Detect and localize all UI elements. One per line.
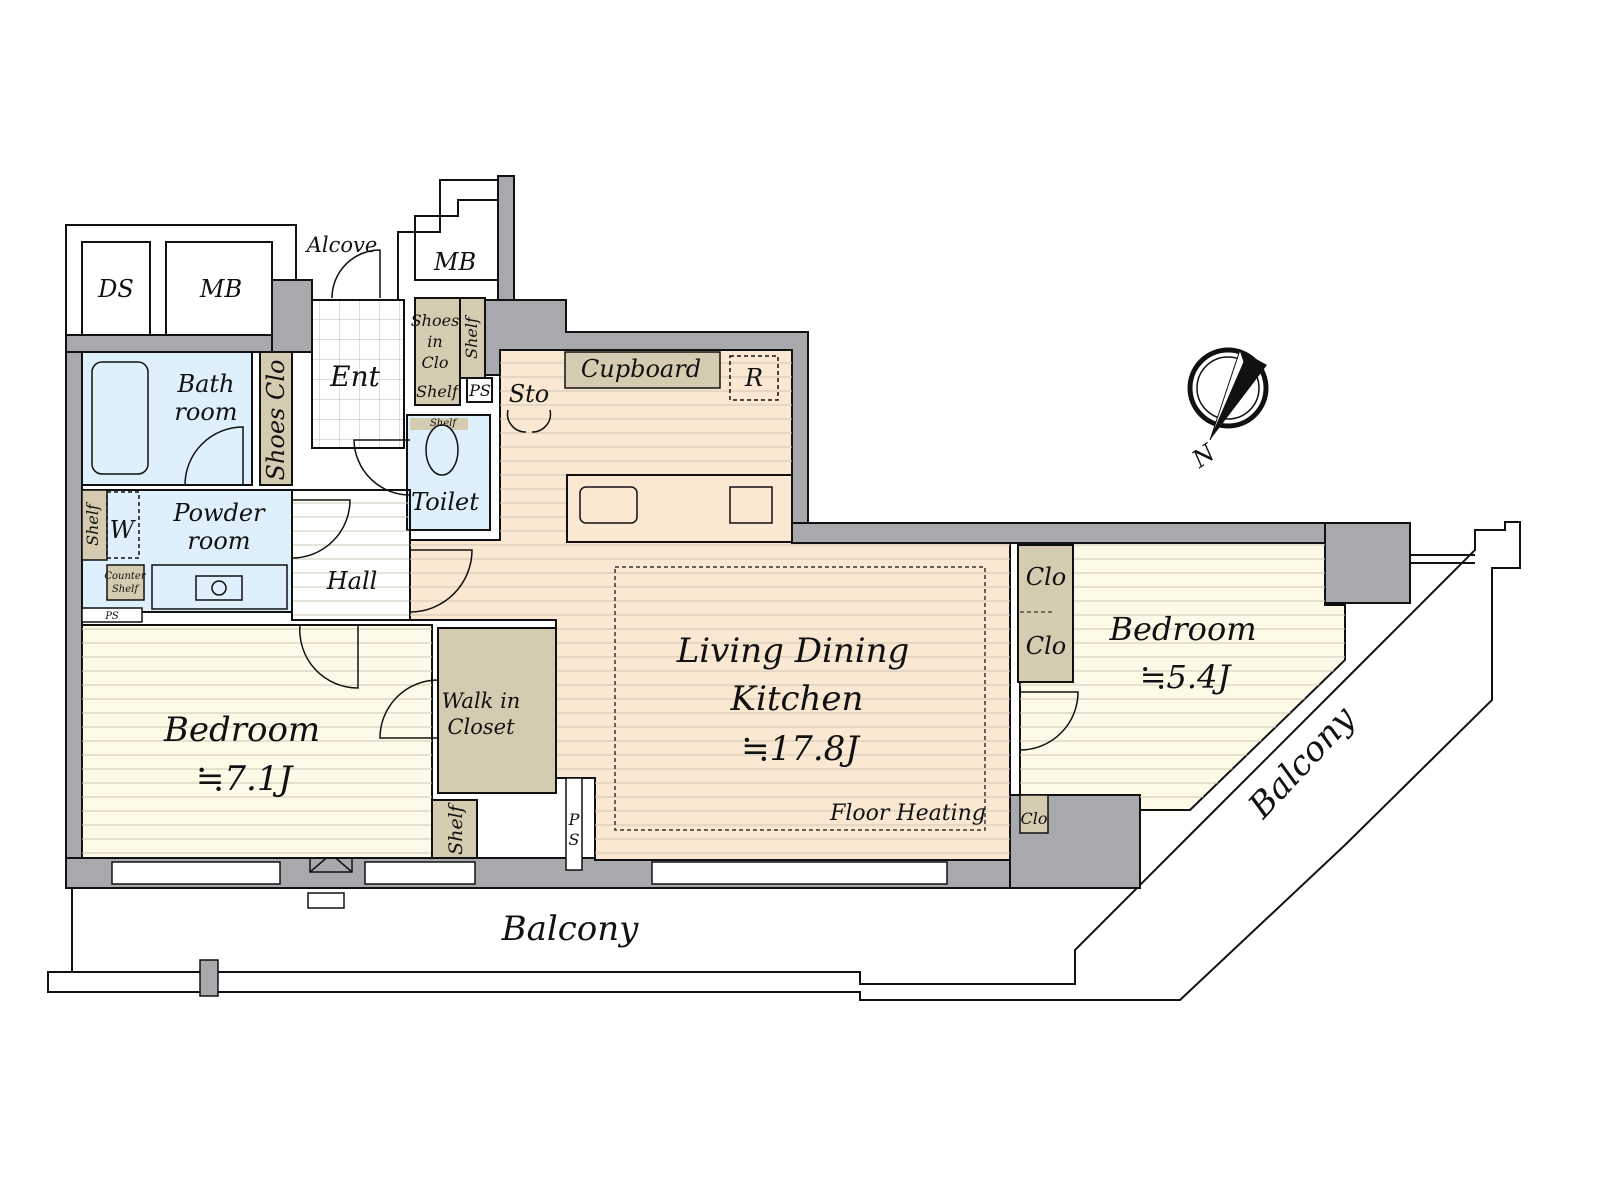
drain-box <box>307 892 345 909</box>
toilet-label: Toilet <box>411 488 479 516</box>
clo-bottom-label: Clo <box>1026 632 1067 660</box>
hall-label: Hall <box>326 567 378 595</box>
toilet-shelf-label: Shelf <box>430 418 458 429</box>
bath-label-1: Bath <box>176 370 234 398</box>
walk-in-closet-2: Closet <box>447 715 515 739</box>
ds-label: DS <box>97 275 134 303</box>
powder-label-2: room <box>187 527 250 555</box>
shelf-ent-bottom: Shelf <box>416 382 461 401</box>
shoes-in-clo-2: in <box>427 332 442 351</box>
toilet-shelf <box>410 418 468 430</box>
cupboard-label: Cupboard <box>581 355 701 383</box>
toilet-icon <box>425 424 459 476</box>
closet-small <box>1019 794 1049 834</box>
entrance-shelf <box>459 297 486 379</box>
refrigerator-space <box>729 355 779 401</box>
walk-in-closet-1: Walk in <box>442 689 521 713</box>
counter-shelf <box>106 564 145 601</box>
washer-space <box>106 491 140 559</box>
ps-box-ldk <box>565 777 583 871</box>
doors[interactable] <box>184 249 1079 751</box>
balcony-post <box>199 959 219 997</box>
bedroom-shelf <box>431 799 478 859</box>
cupboard <box>564 351 721 389</box>
bedroom-left-label: Bedroom <box>163 710 320 750</box>
alcove-label: Alcove <box>305 233 378 257</box>
shoes-clo-label: Shoes Clo <box>262 360 290 481</box>
stove-icon <box>729 486 773 524</box>
sink-icon <box>195 575 243 601</box>
north-arrow-icon <box>1187 347 1269 441</box>
floor-heating-area <box>614 566 986 831</box>
shoes-closet <box>259 351 293 486</box>
ps-box <box>466 377 493 403</box>
mb-right-label: MB <box>433 248 476 276</box>
counter-shelf-1: Counter <box>104 571 146 582</box>
ent-label: Ent <box>329 360 380 393</box>
ps-left-label: PS <box>104 611 119 622</box>
clo-top-label: Clo <box>1026 563 1067 591</box>
ldk-label-2: Kitchen <box>730 679 864 719</box>
shoes-in-clo-1: Shoes <box>411 311 460 330</box>
counter-shelf-2: Shelf <box>112 584 140 595</box>
shelf-ent-top: Shelf <box>462 314 481 359</box>
bath-label-2: room <box>174 398 237 426</box>
entrance <box>311 299 405 449</box>
kitchen-sink-icon <box>579 486 638 524</box>
washer-label: W <box>110 516 137 544</box>
ldk-area: ≒17.8J <box>741 729 861 769</box>
ps-ldk-2: S <box>569 830 580 849</box>
mb-left-label: MB <box>199 275 242 303</box>
bedroom-shelf-label: Shelf <box>445 802 467 855</box>
ps-ldk-1: P <box>568 810 580 829</box>
walk-in-closet <box>437 627 557 794</box>
ldk-label-1: Living Dining <box>676 631 910 671</box>
closet-right <box>1017 544 1074 683</box>
bedroom-right-label: Bedroom <box>1108 610 1256 648</box>
ps-box-left <box>81 607 143 623</box>
ds-box <box>81 241 151 336</box>
floor-heating-label: Floor Heating <box>829 801 986 826</box>
balcony-bottom-label: Balcony <box>501 909 640 949</box>
bathtub-icon <box>91 361 149 475</box>
ps-top-label: PS <box>468 381 491 400</box>
mb-box-left <box>165 241 273 336</box>
bedroom-right-area: ≒5.4J <box>1140 658 1233 696</box>
refrigerator-label: R <box>744 364 763 392</box>
powder-shelf-label: Shelf <box>83 501 102 546</box>
compass-label: N <box>1186 438 1221 474</box>
powder-label-1: Powder <box>172 499 266 527</box>
sto-label: Sto <box>509 380 550 408</box>
shoes-in-clo-3: Clo <box>422 353 449 372</box>
balcony-outline <box>47 521 1521 1001</box>
clo-small-label: Clo <box>1021 809 1048 828</box>
powder-shelf <box>81 489 108 561</box>
shoes-in-closet <box>414 297 461 406</box>
bedroom-left-area: ≒7.1J <box>196 759 295 799</box>
mb-box-right <box>397 179 499 300</box>
